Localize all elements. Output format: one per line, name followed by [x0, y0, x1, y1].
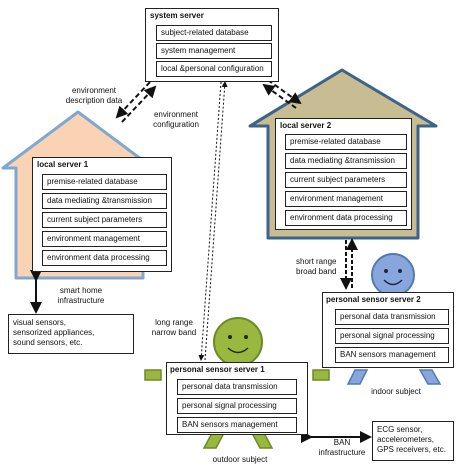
sensors-right-line: ECG sensor, [377, 425, 423, 434]
sensors-right-line: GPS receivers, etc. [377, 445, 446, 454]
local-server-2-item: premise-related database [285, 134, 407, 150]
label-line: description data [65, 96, 123, 105]
connector-system-local1 [115, 81, 157, 123]
sensors-right-note: ECG sensor, accelerometers, GPS receiver… [372, 421, 454, 461]
local-server-1-item: environment management [42, 231, 167, 247]
label-short-range-broad-band: short range broad band [296, 257, 346, 277]
personal-sensor-server-2-item: BAN sensors management [335, 347, 449, 363]
label-line: long range [155, 318, 193, 327]
label-line: smart home [59, 286, 103, 295]
label-line: environment [71, 86, 117, 95]
sensors-left-line: sound sensors, etc. [13, 338, 83, 347]
local-server-2-item: data mediating &transmission [285, 153, 407, 169]
personal-sensor-server-1-title: personal sensor server 1 [170, 365, 265, 374]
personal-sensor-server-1-item: BAN sensors management [177, 417, 297, 433]
personal-sensor-server-2-box: personal sensor server 2 personal data t… [322, 292, 454, 368]
local-server-1-item: data mediating &transmission [42, 193, 167, 209]
local-server-2-title: local server 2 [280, 121, 332, 130]
label-line: infrastructure [57, 296, 105, 305]
personal-sensor-server-2-item: personal data transmission [335, 309, 449, 325]
sensors-left-note: visual sensors, sensorized appliances, s… [8, 314, 134, 354]
system-server-item: system management [156, 43, 272, 59]
personal-sensor-server-2-item: personal signal processing [335, 328, 449, 344]
personal-sensor-server-2-title: personal sensor server 2 [326, 295, 421, 304]
personal-sensor-server-1-item: personal signal processing [177, 398, 297, 414]
system-server-item: local &personal configuration [156, 61, 272, 77]
sensors-left-line: sensorized appliances, [13, 328, 95, 337]
system-server-item: subject-related database [156, 25, 272, 41]
system-server-title: system server [150, 11, 204, 20]
sensors-left-line: visual sensors, [13, 318, 66, 327]
label-ban-infrastructure: BAN infrastructure [312, 438, 372, 458]
label-long-range-narrow-band: long range narrow band [146, 318, 202, 338]
connector-long-range [198, 81, 228, 361]
indoor-subject-figure [346, 253, 442, 385]
connector-system-local2 [262, 79, 302, 109]
label-smart-home-infrastructure: smart home infrastructure [46, 286, 116, 306]
label-line: broad band [296, 267, 337, 276]
local-server-1-item: current subject parameters [42, 212, 167, 228]
label-line: infrastructure [318, 448, 366, 457]
connector-short-range [340, 238, 358, 290]
local-server-1-item: environment data processing [42, 250, 167, 266]
label-indoor-subject: indoor subject [371, 387, 421, 396]
local-server-2-item: environment management [285, 191, 407, 207]
system-server-box: system server subject-related database s… [145, 8, 279, 82]
label-line: BAN [333, 438, 351, 447]
local-server-1-item: premise-related database [42, 174, 167, 190]
label-environment-description-data: environment description data [58, 86, 130, 106]
local-server-1-title: local server 1 [37, 160, 89, 169]
local-server-2-box: local server 2 premise-related database … [275, 118, 412, 230]
local-server-2-item: environment data processing [285, 210, 407, 226]
label-line: short range [296, 257, 337, 266]
local-server-1-box: local server 1 premise-related database … [32, 157, 172, 272]
label-line: narrow band [151, 328, 197, 337]
personal-sensor-server-1-item: personal data transmission [177, 379, 297, 395]
label-line: environment [153, 110, 199, 119]
label-outdoor-subject: outdoor subject [212, 455, 268, 464]
sensors-right-line: accelerometers, [377, 435, 434, 444]
label-line: configuration [153, 120, 199, 129]
label-environment-configuration: environment configuration [140, 110, 212, 130]
personal-sensor-server-1-box: personal sensor server 1 personal data t… [166, 362, 308, 435]
local-server-2-item: current subject parameters [285, 172, 407, 188]
